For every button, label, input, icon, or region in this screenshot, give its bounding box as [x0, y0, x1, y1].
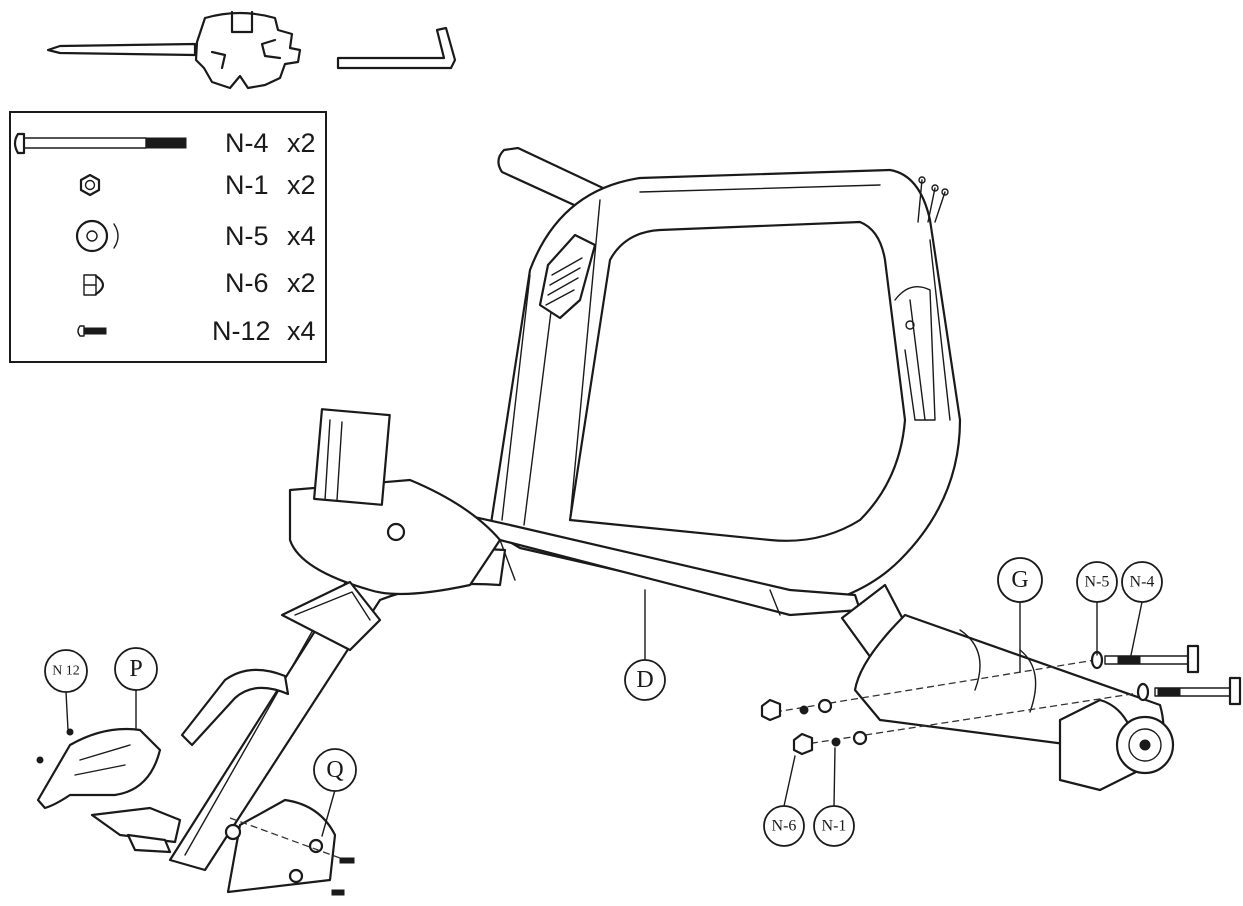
callout-q: Q	[313, 748, 357, 792]
leader-lines	[65, 589, 1143, 837]
rear-stabilizer	[853, 613, 1175, 792]
washer-icon	[75, 219, 119, 253]
hex-nut-icon	[79, 173, 101, 197]
parts-list-qty: x2	[287, 268, 316, 298]
main-frame	[168, 146, 962, 872]
parts-list-qty: x4	[287, 316, 316, 346]
callout-d: D	[624, 659, 666, 701]
carriage-bolt-icon	[13, 132, 187, 155]
svg-text:N-6: N-6	[772, 818, 797, 835]
screwdriver-wrench-icon	[46, 10, 302, 90]
parts-list-code: N-4	[225, 128, 269, 158]
svg-text:P: P	[129, 656, 142, 682]
callout-g: G	[997, 557, 1043, 603]
parts-list-qty: x2	[287, 170, 316, 200]
parts-list-qty: x4	[287, 221, 316, 251]
callout-n5: N-5	[1076, 561, 1118, 603]
callout-n1: N-1	[813, 805, 855, 847]
callout-n4: N-4	[1121, 561, 1163, 603]
parts-list-code: N-1	[225, 170, 269, 200]
svg-text:N-5: N-5	[1085, 574, 1110, 591]
screw-icon	[77, 325, 107, 337]
parts-list-code: N-5	[225, 221, 269, 251]
cap-nut-icon	[83, 274, 105, 296]
callout-n6: N-6	[763, 805, 805, 847]
parts-list-box: N-4 x2 N-1 x2 N-5 x4 N-6 x2 N-12	[9, 111, 327, 363]
svg-text:Q: Q	[326, 757, 343, 783]
svg-text:N-4: N-4	[1130, 574, 1155, 591]
svg-text:N-1: N-1	[822, 818, 847, 835]
parts-list-code: N-6	[225, 268, 269, 298]
parts-list-code: N-12	[212, 316, 271, 346]
rear-bolt	[1104, 644, 1242, 706]
svg-text:D: D	[636, 667, 653, 693]
svg-text:G: G	[1011, 567, 1028, 593]
svg-text:N 12: N 12	[52, 664, 80, 679]
cover-p	[36, 727, 182, 854]
parts-list-qty: x2	[287, 128, 316, 158]
allen-key-icon	[336, 26, 457, 70]
cover-q	[224, 798, 355, 896]
callout-n12: N 12	[44, 649, 88, 693]
callout-p: P	[114, 647, 158, 691]
